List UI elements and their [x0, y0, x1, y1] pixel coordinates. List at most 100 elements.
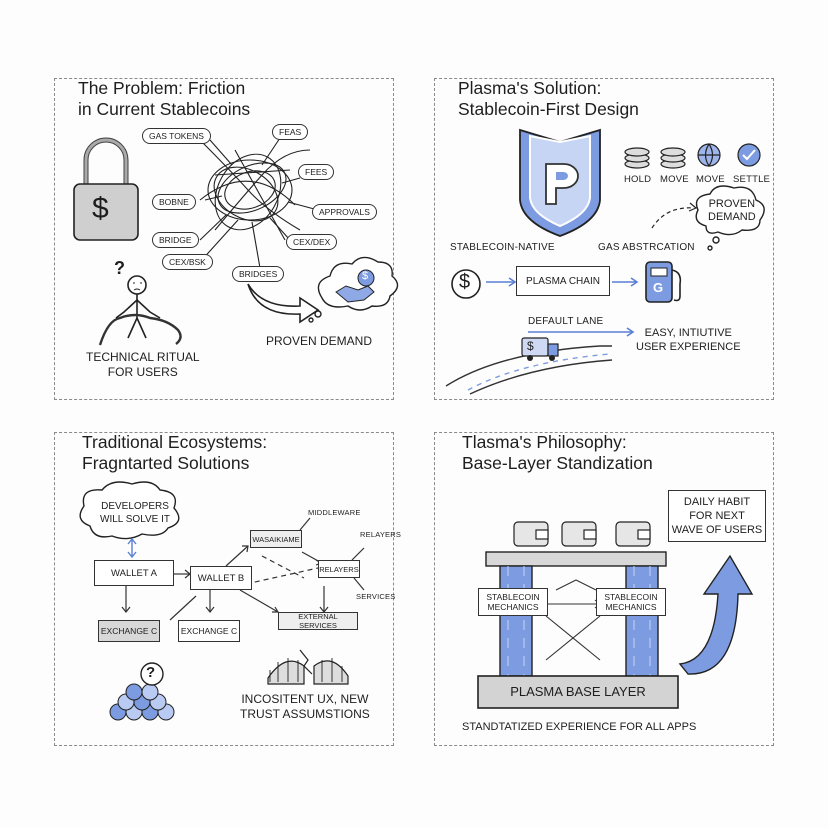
standardized-footer: STANDTATIZED EXPERIENCE FOR ALL APPS	[462, 721, 697, 733]
panel-traditional-title-line2: Fragntarted Solutions	[82, 453, 250, 473]
label-bonne: BOBNE	[152, 194, 196, 210]
truck-dollar: $	[527, 339, 534, 353]
inconsistent-line1: INCOSITENT UX, NEW	[241, 692, 369, 706]
handshake-icon	[335, 285, 375, 303]
mech-right-line1: STABLECOIN	[604, 592, 658, 602]
easy-ux-label: EASY, INTIUTIVE USER EXPERIENCE	[636, 326, 741, 354]
stablecoin-native-label: STABLECOIN-NATIVE	[450, 242, 555, 253]
wallet-icon-3	[615, 521, 651, 547]
plasma-shield-icon	[519, 128, 601, 237]
relayers-box: RELAYERS	[318, 560, 360, 578]
services-label: SERVICES	[356, 592, 396, 601]
middleware-label: MIDDLEWARE	[308, 508, 361, 517]
demand-cloud	[308, 256, 399, 323]
habit-line3: WAVE OF USERS	[671, 524, 763, 536]
label-bridge: BRIDGE	[152, 232, 199, 248]
base-layer-slab	[477, 675, 679, 709]
coin-dollar: $	[362, 270, 369, 282]
tangle-scribble	[199, 137, 319, 269]
panel-traditional	[54, 432, 394, 746]
wallet-b-box: WALLET B	[190, 566, 252, 590]
dashed-walletb-relayers	[245, 567, 319, 585]
growth-arrow	[678, 554, 754, 675]
proven-demand-cloud	[695, 185, 765, 251]
label-cex-dex: CEX/DEX	[286, 234, 338, 250]
technical-ritual-caption: TECHNICAL RITUAL FOR USERS	[86, 350, 200, 380]
panel-problem-title: The Problem: Friction in Current Stablec…	[78, 78, 250, 120]
line-exchange-walletb	[169, 595, 197, 621]
relayers-top-label: RELAYERS	[360, 530, 402, 539]
easy-line2: USER EXPERIENCE	[636, 341, 741, 353]
panel-solution	[434, 78, 774, 400]
panel-philosophy-title-line1: Tlasma's Philosophy:	[462, 432, 627, 452]
plasma-chain-box: PLASMA CHAIN	[516, 266, 610, 296]
habit-line2: FOR NEXT	[689, 510, 745, 522]
wallet-icon-2	[561, 521, 597, 547]
question-bubble	[140, 662, 164, 686]
panel-problem	[54, 78, 394, 400]
line-walletb-wasabi	[225, 545, 249, 567]
right-pillar	[625, 565, 659, 677]
hold-coins-icon	[624, 147, 650, 169]
cloud-line1: DEVELOPERS	[101, 501, 169, 512]
panel-problem-title-line2: in Current Stablecoins	[78, 99, 251, 119]
easy-line1: EASY, INTIUTIVE	[644, 327, 732, 339]
padlock-icon	[73, 137, 139, 241]
mechanics-cross-links	[545, 579, 601, 661]
mech-right-line2: MECHANICS	[605, 602, 657, 612]
label-bridges: BRIDGES	[232, 266, 285, 282]
move-label-2: MOVE	[696, 174, 725, 185]
wallet-a-box: WALLET A	[94, 560, 174, 586]
panel-philosophy	[434, 432, 774, 746]
inconsistent-line2: TRUST ASSUMSTIONS	[240, 707, 370, 721]
globe-icon	[697, 143, 721, 168]
wasabi-box: WASAIKIAME	[250, 530, 302, 548]
proven-line2: DEMAND	[708, 211, 756, 223]
dashed-arrow-to-cloud	[651, 207, 695, 229]
coin-icon	[357, 269, 375, 287]
default-lane-road	[445, 345, 613, 395]
broken-bridge-icon	[267, 649, 349, 685]
hold-label: HOLD	[624, 174, 652, 185]
developers-cloud	[79, 481, 180, 540]
panel-philosophy-title-line2: Base-Layer Standization	[462, 453, 653, 473]
settle-label: SETTLE	[733, 174, 771, 185]
inconsistent-ux-caption: INCOSITENT UX, NEW TRUST ASSUMSTIONS	[240, 692, 370, 722]
proven-demand-caption: PROVEN DEMAND	[266, 334, 373, 348]
line-relayers-top	[351, 547, 365, 561]
mechanics-left-box: STABLECOIN MECHANICS	[478, 588, 548, 616]
question-mark-coins: ?	[146, 664, 156, 681]
panel-solution-title-line2: Stablecoin-First Design	[458, 99, 639, 119]
cloud-line2: WILL SOLVE IT	[100, 514, 171, 525]
stablecoin-circle-icon	[451, 269, 481, 299]
move-label-1: MOVE	[660, 174, 689, 185]
panel-problem-title-line1: The Problem: Friction	[78, 78, 246, 98]
default-lane-label: DEFAULT LANE	[528, 316, 604, 327]
proven-line1: PROVEN	[708, 198, 756, 210]
caption-line1: TECHNICAL RITUAL	[86, 350, 200, 364]
left-pillar	[499, 565, 533, 677]
coin-pile-icon	[109, 683, 175, 721]
question-mark: ?	[114, 258, 126, 278]
line-wasabi-middleware	[299, 517, 311, 531]
wallet-icon-1	[513, 521, 549, 547]
mech-left-line1: STABLECOIN	[486, 592, 540, 602]
external-services-box: EXTERNAL SERVICES	[278, 612, 358, 630]
mechanics-right-box: STABLECOIN MECHANICS	[596, 588, 666, 616]
label-approvals: APPROVALS	[312, 204, 377, 220]
line-walletb-external	[239, 589, 279, 613]
gas-abstraction-label: GAS ABSTRCATION	[598, 242, 695, 253]
mech-left-line2: MECHANICS	[487, 602, 539, 612]
gas-pump-g: G	[653, 280, 664, 295]
panel-philosophy-title: Tlasma's Philosophy: Base-Layer Standiza…	[462, 432, 653, 474]
move-coins-icon	[660, 147, 686, 169]
label-cex-bsk: CEX/BSK	[162, 254, 213, 270]
habit-line1: DAILY HABIT	[683, 496, 751, 508]
caption-line2: FOR USERS	[107, 365, 178, 379]
exchange-left-box: EXCHANGE C	[98, 620, 160, 642]
truck-icon	[521, 337, 559, 361]
panel-solution-title: Plasma's Solution: Stablecoin-First Desi…	[458, 78, 639, 120]
